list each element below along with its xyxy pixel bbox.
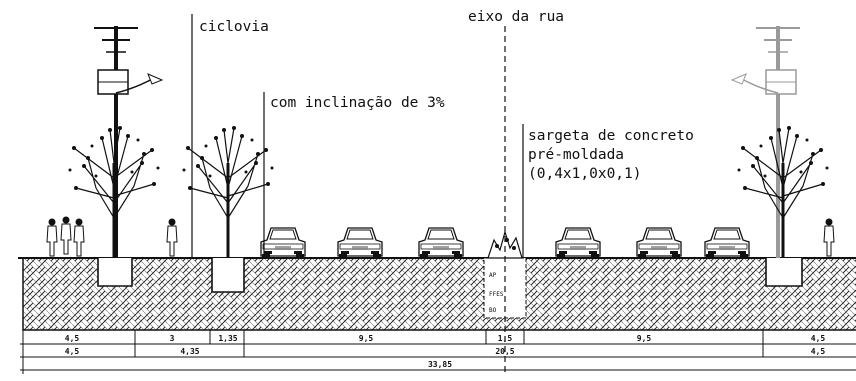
car-4 <box>555 227 601 259</box>
median-mark-2: FFES <box>489 291 504 298</box>
dim2-sidewalk-left: 4,5 <box>65 347 80 356</box>
tree-pits <box>97 258 803 293</box>
light-pole-right <box>730 24 802 260</box>
dimension-lines <box>20 330 856 374</box>
dim-sidewalk-right: 4,5 <box>811 334 826 343</box>
car-2 <box>337 227 383 259</box>
dim-sidewalk-left: 4,5 <box>65 334 80 343</box>
dim2-roadway: 20,5 <box>495 347 514 356</box>
pavement-section <box>22 257 856 331</box>
car-1 <box>260 227 306 259</box>
median-mark-3: BO <box>489 307 497 314</box>
dim-lane-right: 9,5 <box>637 334 652 343</box>
label-gutter-2: pré-moldada <box>528 147 624 163</box>
label-gutter-1: sargeta de concreto <box>528 128 694 144</box>
label-gutter-3: (0,4x1,0x0,1) <box>528 166 642 182</box>
light-pole-left <box>92 24 164 260</box>
dim-lane-left: 9,5 <box>359 334 374 343</box>
tree-3 <box>736 124 830 260</box>
median-shrub <box>487 229 523 259</box>
car-3 <box>418 227 464 259</box>
dim2-bike-planter: 4,35 <box>180 347 199 356</box>
dim-bike-path: 3 <box>170 334 175 343</box>
car-6 <box>704 227 750 259</box>
dim-median: 1,5 <box>498 334 513 343</box>
median-mark-1: AP <box>489 272 497 279</box>
label-street-axis: eixo da rua <box>468 9 564 25</box>
pedestrian-3 <box>73 218 85 257</box>
tree-2 <box>181 124 275 260</box>
pedestrian-4 <box>166 218 178 257</box>
label-inclination: com inclinação de 3% <box>270 95 445 111</box>
dim-planter: 1,35 <box>218 334 237 343</box>
car-5 <box>636 227 682 259</box>
dim-total-width: 33,85 <box>428 360 452 369</box>
pedestrian-5 <box>823 218 835 257</box>
pedestrian-2 <box>60 216 72 255</box>
dim2-sidewalk-right: 4,5 <box>811 347 826 356</box>
pedestrian-1 <box>46 218 58 257</box>
label-ciclovia: ciclovia <box>199 19 269 35</box>
